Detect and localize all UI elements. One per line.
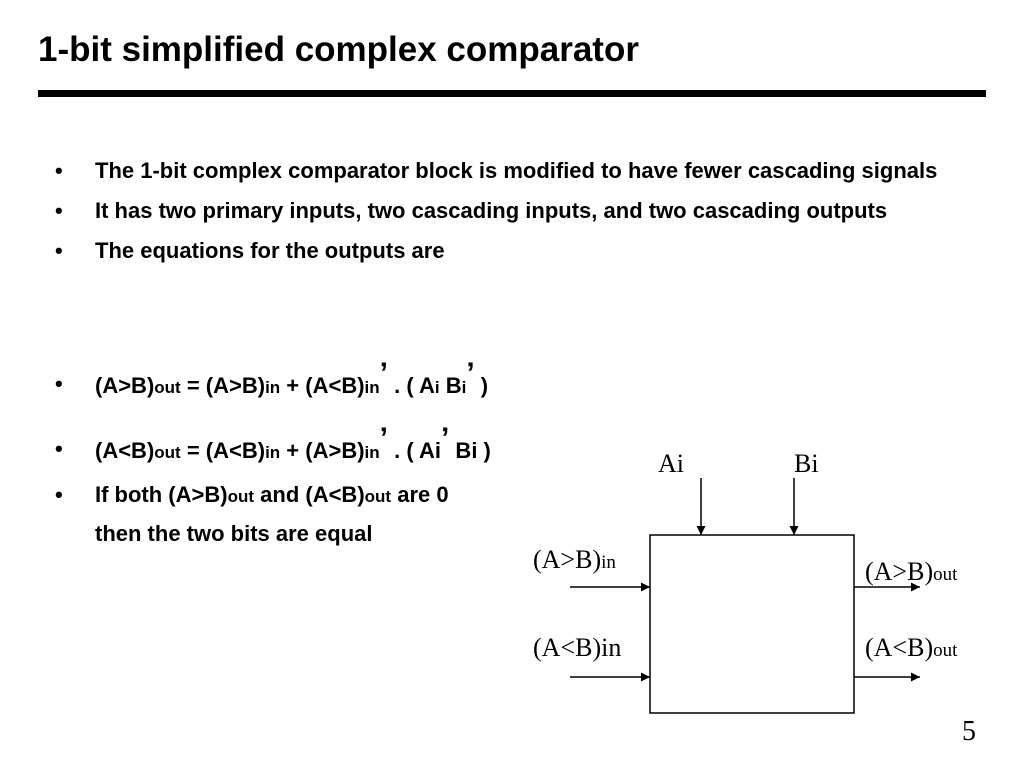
bullet-list: The 1-bit complex comparator block is mo… (55, 154, 955, 274)
lt-out-main: (A<B) (865, 633, 934, 662)
lt-in-label: (A<B)in (533, 633, 622, 662)
equation-lt-out: (A<B)out = (A<B)in + (A>B)in’ . ( Ai’ Bi… (55, 422, 491, 470)
eq1-close: ) (474, 373, 489, 398)
eq2-in-sub: in (265, 443, 281, 462)
title-rule (38, 90, 986, 97)
equality-bullet: If both (A>B)out and (A<B)out are 0 (55, 478, 449, 514)
eq2-prime: ’ (379, 422, 388, 455)
bullet-item: The 1-bit complex comparator block is mo… (55, 154, 955, 188)
eq2-dot: . ( Ai (388, 438, 441, 463)
input-b-label: Bi (794, 449, 819, 478)
eq3-sub1: out (227, 487, 255, 506)
eq1-lhs-sub: out (154, 378, 181, 397)
equation-gt-out: (A>B)out = (A>B)in + (A<B)in’ . ( Ai Bi’… (55, 357, 489, 405)
eq2-eq: = (A<B) (180, 438, 266, 463)
lt-out-label: (A<B)out (865, 633, 957, 663)
eq2-lhs-sub: out (154, 443, 181, 462)
eq2-plus: + (A>B) (280, 438, 365, 463)
eq3-mid: and (A<B) (254, 482, 365, 507)
eq1-lhs: (A>B) (95, 373, 155, 398)
eq2-prime: ’ (440, 422, 450, 455)
eq1-ai-sub: i (434, 378, 440, 397)
gt-in-sub: in (601, 552, 616, 573)
eq1-plus: + (A<B) (280, 373, 365, 398)
gt-out-label: (A>B)out (865, 557, 957, 587)
equality-note: then the two bits are equal (95, 521, 373, 546)
eq2-lhs: (A<B) (95, 438, 155, 463)
eq1-prime: ’ (466, 357, 475, 390)
bullet-item: It has two primary inputs, two cascading… (55, 194, 955, 228)
eq3-sub2: out (364, 487, 392, 506)
eq2-in2-sub: in (364, 443, 380, 462)
gt-out-main: (A>B) (865, 557, 934, 586)
gt-in-main: (A>B) (533, 545, 602, 574)
eq1-b: B (439, 373, 462, 398)
gt-in-label: (A>B)in (533, 545, 616, 575)
comparator-box (649, 534, 855, 714)
eq1-dot: . ( A (388, 373, 435, 398)
input-a-label: Ai (658, 449, 684, 478)
eq1-in-sub: in (265, 378, 281, 397)
eq3-end: are 0 (391, 482, 449, 507)
eq1-eq: = (A>B) (180, 373, 266, 398)
gt-out-sub: out (933, 564, 958, 585)
eq3-start: If both (A>B) (95, 482, 228, 507)
page-number: 5 (962, 716, 976, 747)
eq1-in2-sub: in (364, 378, 380, 397)
slide-title: 1-bit simplified complex comparator (38, 30, 639, 69)
eq1-prime: ’ (379, 357, 388, 390)
eq1-bi-sub: i (461, 378, 467, 397)
eq2-rest: Bi ) (449, 438, 491, 463)
bullet-item: The equations for the outputs are (55, 234, 955, 268)
lt-out-sub: out (933, 640, 958, 661)
